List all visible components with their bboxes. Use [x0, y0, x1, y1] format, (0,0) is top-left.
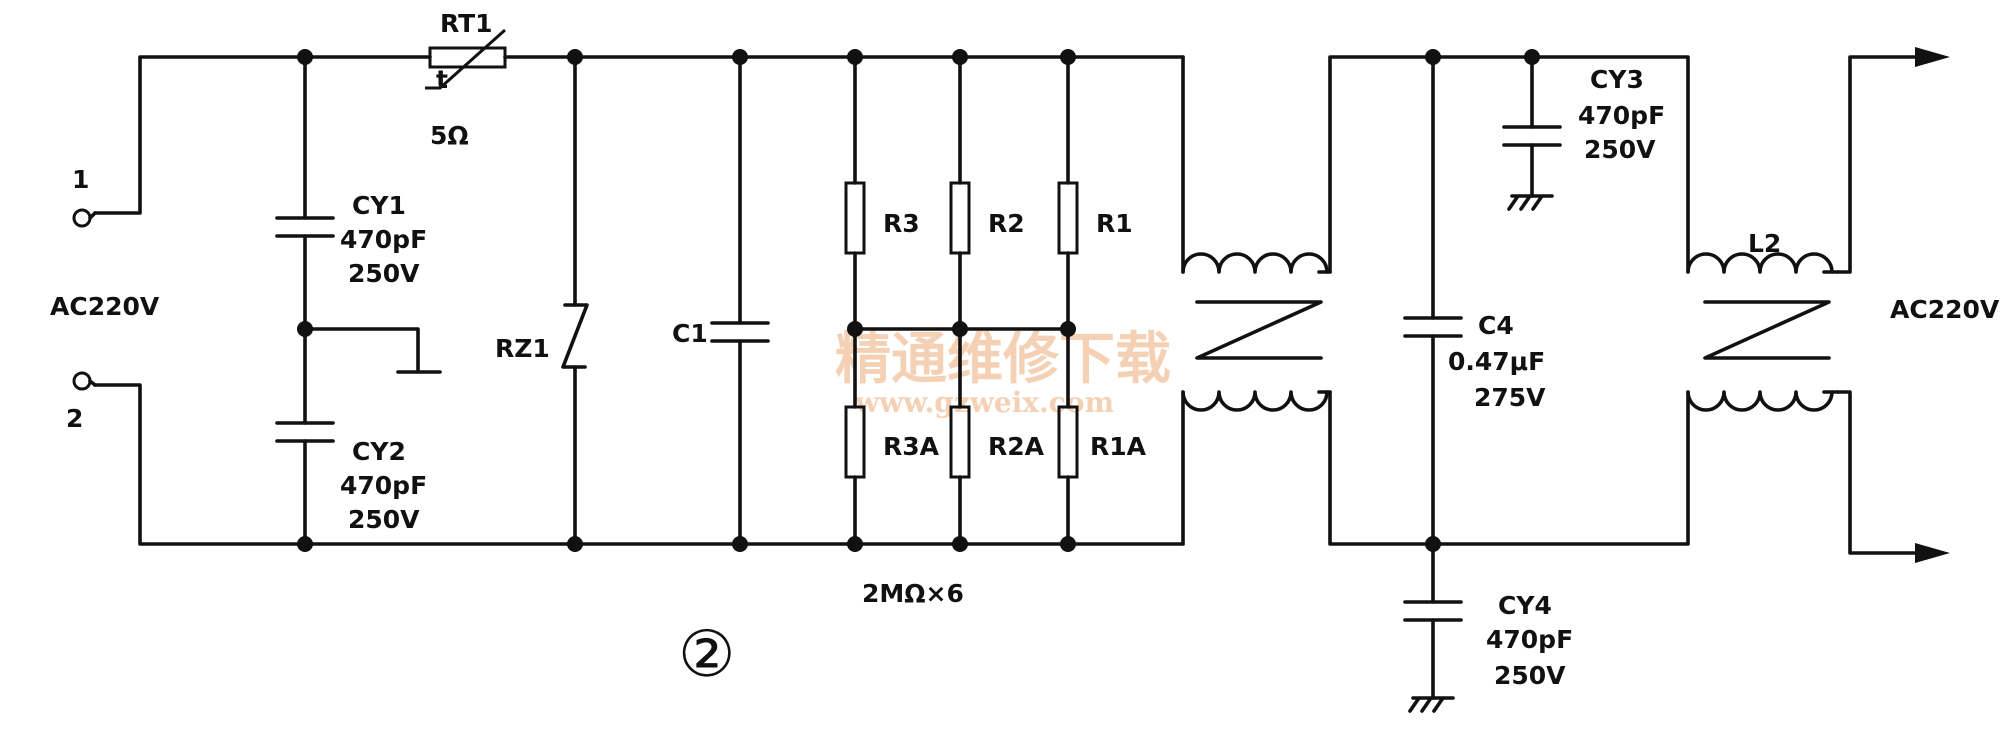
junction-dots	[297, 49, 1540, 552]
cy3-ref: CY3	[1590, 65, 1644, 94]
output-arrow-top	[1915, 47, 1950, 67]
resistor-r1a	[1057, 405, 1079, 479]
figure-number: ②	[678, 618, 735, 692]
r2-label: R2	[988, 209, 1025, 238]
watermark: 精通维修下载 www.gzweix.com	[835, 326, 1171, 419]
watermark-text: 精通维修下载	[835, 326, 1171, 392]
resistor-r3a	[844, 405, 866, 479]
r2a-label: R2A	[988, 432, 1045, 461]
capacitor-cy3: CY3 470pF 250V	[1502, 65, 1665, 211]
output-arrow-bottom	[1915, 543, 1950, 563]
output-voltage-label: AC220V	[1890, 295, 2000, 324]
capacitor-c1: C1	[672, 319, 770, 348]
rt1-symbol: t	[436, 65, 448, 94]
c4-cap: 0.47μF	[1448, 347, 1545, 376]
cy4-volt: 250V	[1494, 661, 1566, 690]
cy2-cap: 470pF	[340, 471, 427, 500]
c4-ref: C4	[1478, 311, 1514, 340]
cy4-cap: 470pF	[1486, 625, 1573, 654]
terminal-2-label: 2	[66, 404, 83, 433]
rt1-value: 5Ω	[430, 121, 469, 150]
cy4-ref: CY4	[1498, 591, 1552, 620]
common-mode-choke-l2: L2	[1686, 229, 1840, 412]
cy2-volt: 250V	[348, 505, 420, 534]
input-voltage-label: AC220V	[50, 292, 160, 321]
resistor-r3	[844, 181, 866, 255]
terminal-1-label: 1	[72, 165, 89, 194]
rz1-ref: RZ1	[495, 334, 550, 363]
capacitor-cy2: CY2 470pF 250V	[275, 421, 427, 534]
r1-label: R1	[1096, 209, 1133, 238]
cy1-volt: 250V	[348, 259, 420, 288]
resistor-r2a	[949, 405, 971, 479]
cy2-ref: CY2	[352, 437, 406, 466]
resistor-r1	[1057, 181, 1079, 255]
resistor-array: R3 R2 R1 R3A R2A R1A 2MΩ×6	[844, 181, 1147, 608]
r3a-label: R3A	[883, 432, 940, 461]
capacitor-cy4: CY4 470pF 250V	[1403, 591, 1573, 713]
cy3-cap: 470pF	[1578, 101, 1665, 130]
varistor-rz1: RZ1	[495, 303, 589, 369]
cy3-volt: 250V	[1584, 135, 1656, 164]
watermark-url: www.gzweix.com	[854, 386, 1114, 419]
input-terminals: 1 2 AC220V	[50, 165, 160, 433]
terminal-2	[72, 371, 92, 391]
r1a-label: R1A	[1090, 432, 1147, 461]
thermistor-rt1: RT1 t 5Ω	[425, 9, 507, 150]
common-mode-choke-1	[1181, 252, 1332, 412]
resistor-value-note: 2MΩ×6	[862, 579, 964, 608]
cy1-ref: CY1	[352, 191, 406, 220]
c1-ref: C1	[672, 319, 708, 348]
rt1-ref: RT1	[440, 9, 493, 38]
l2-ref: L2	[1748, 229, 1781, 258]
terminal-1	[72, 208, 92, 228]
c4-volt: 275V	[1474, 383, 1546, 412]
r3-label: R3	[883, 209, 920, 238]
resistor-r2	[949, 181, 971, 255]
capacitor-c4: C4 0.47μF 275V	[1403, 311, 1546, 412]
output-arrows	[1915, 47, 1950, 563]
cy1-cap: 470pF	[340, 225, 427, 254]
capacitor-cy1: CY1 470pF 250V	[275, 191, 427, 288]
